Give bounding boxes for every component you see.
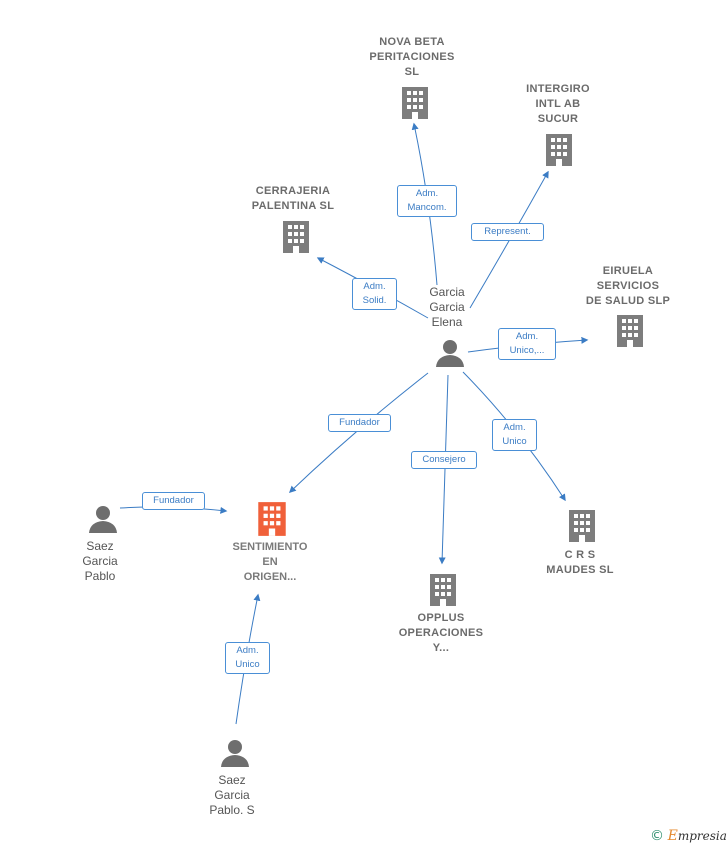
building-icon[interactable] xyxy=(544,132,574,168)
company-label-cerrajeria[interactable]: CERRAJERIA PALENTINA SL xyxy=(251,185,335,212)
relation-label-mancom[interactable]: Adm. Mancom. xyxy=(397,185,457,217)
copyright-icon: © xyxy=(650,828,664,844)
edge-garcia-opplus xyxy=(438,374,449,565)
person-label-saez1[interactable]: Saez Garcia Pablo xyxy=(82,539,118,583)
relation-label-fundador-saez[interactable]: Fundador xyxy=(142,492,205,510)
relation-label-represent[interactable]: Represent. xyxy=(471,223,544,241)
brand-initial: E xyxy=(667,828,678,844)
company-label-crs[interactable]: C R S MAUDES SL xyxy=(546,549,614,576)
company-label-sentimiento[interactable]: SENTIMIENTO EN ORIGEN... xyxy=(232,541,308,583)
person-icon[interactable] xyxy=(88,504,118,534)
relation-label-fundador-main[interactable]: Fundador xyxy=(328,414,391,432)
building-icon[interactable] xyxy=(281,219,311,255)
edge-garcia-sentimiento xyxy=(288,372,429,493)
company-label-nova-beta[interactable]: NOVA BETA PERITACIONES SL xyxy=(369,36,455,78)
relation-label-unico-eiruela[interactable]: Adm. Unico,... xyxy=(498,328,556,360)
person-label-garcia[interactable]: Garcia Garcia Elena xyxy=(429,285,465,329)
building-icon[interactable] xyxy=(567,508,597,544)
company-label-eiruela[interactable]: EIRUELA SERVICIOS DE SALUD SLP xyxy=(585,265,671,307)
relation-label-consejero[interactable]: Consejero xyxy=(411,451,477,469)
brand-name: mpresia xyxy=(677,829,727,843)
building-icon[interactable] xyxy=(615,313,645,349)
building-icon[interactable] xyxy=(400,85,430,121)
company-label-opplus[interactable]: OPPLUS OPERACIONES Y... xyxy=(398,612,484,654)
relation-label-solid[interactable]: Adm. Solid. xyxy=(352,278,397,310)
brand-logo[interactable]: © Empresia xyxy=(650,828,727,844)
relation-label-unico-saez2[interactable]: Adm. Unico xyxy=(225,642,270,674)
company-label-intergiro[interactable]: INTERGIRO INTL AB SUCUR xyxy=(526,83,590,125)
building-icon[interactable] xyxy=(428,572,458,608)
person-label-saez2[interactable]: Saez Garcia Pablo. S xyxy=(209,773,255,817)
relation-label-unico-crs[interactable]: Adm. Unico xyxy=(492,419,537,451)
person-icon[interactable] xyxy=(435,338,465,368)
person-icon[interactable] xyxy=(220,738,250,768)
building-icon[interactable] xyxy=(256,500,288,538)
